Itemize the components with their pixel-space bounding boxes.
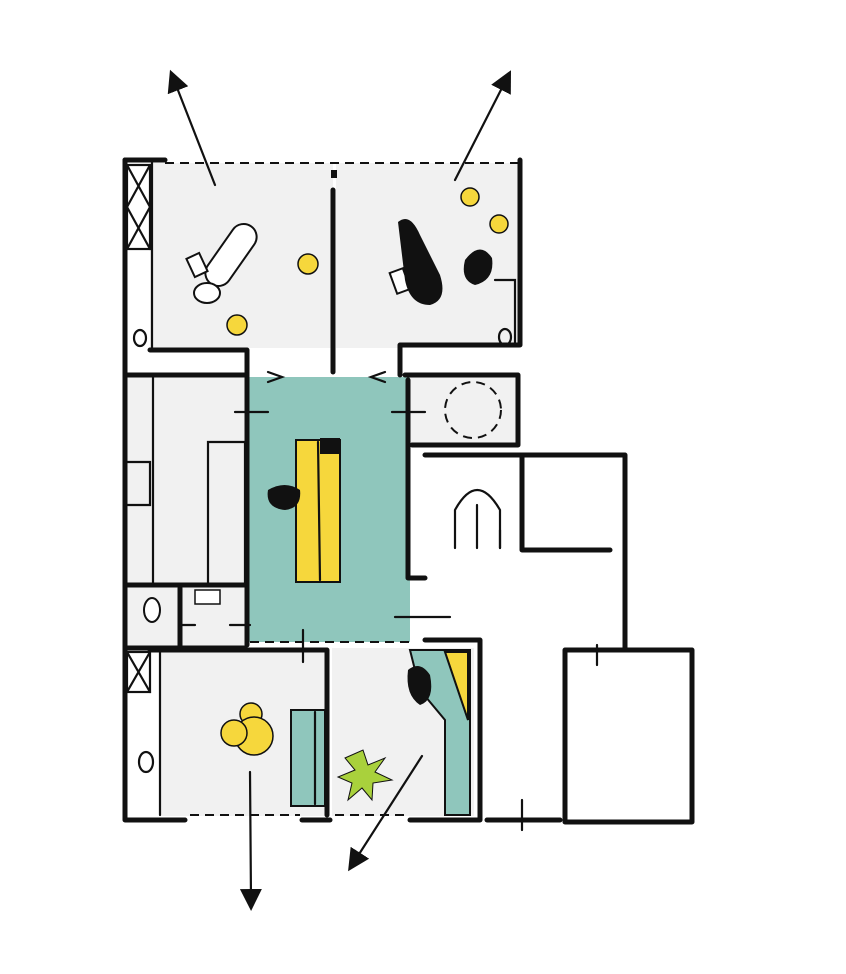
person-icon (267, 485, 301, 510)
arrow-icon (167, 69, 217, 187)
sink-icon (137, 750, 155, 774)
round-room (410, 377, 516, 445)
sink-icon (132, 328, 148, 348)
arrow-icon (348, 754, 424, 872)
toilet-icon (143, 597, 161, 623)
furniture (132, 170, 513, 816)
walls (122, 157, 695, 832)
lamp-icon (320, 438, 340, 454)
person-icon (407, 666, 432, 705)
bed-icon (290, 709, 326, 807)
person-icon (398, 218, 443, 305)
sink-icon (497, 327, 513, 347)
arrow-icon (453, 70, 511, 182)
dashed-openings (165, 162, 520, 816)
person-icon (463, 249, 493, 285)
sink-icon (194, 589, 221, 605)
view-arrows (167, 69, 511, 911)
round-table-outline (444, 381, 502, 439)
closet-icon (125, 163, 152, 694)
arrow-icon (239, 770, 262, 911)
plant-icon (336, 749, 394, 802)
